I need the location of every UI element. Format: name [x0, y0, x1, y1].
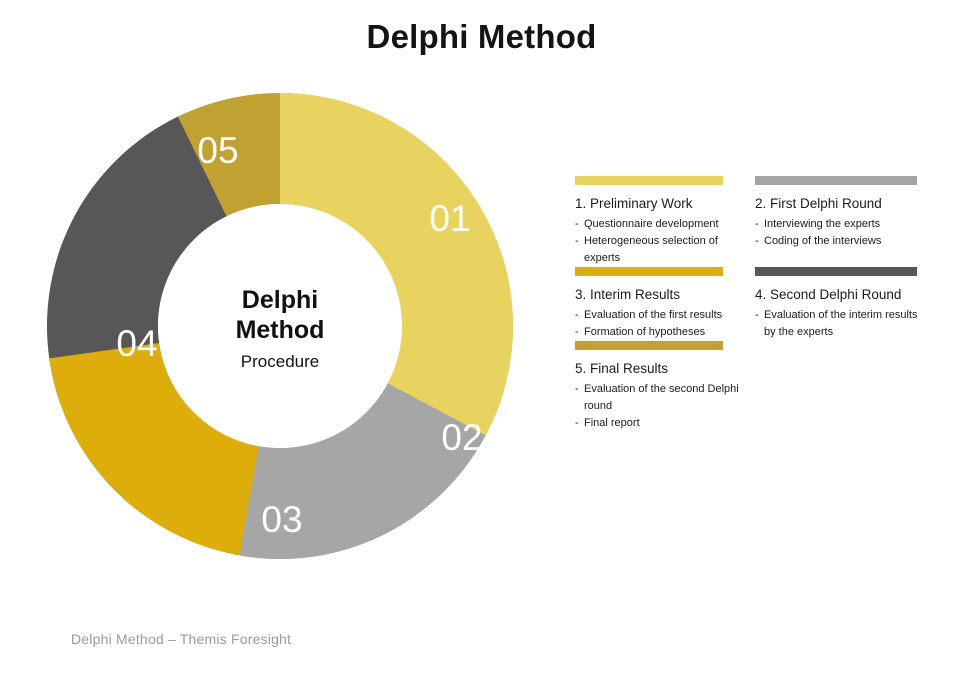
legend-bullet: -Evaluation of the second Delphi round [575, 381, 741, 415]
hub-circle [158, 204, 402, 448]
legend-color-bar-4 [755, 267, 917, 277]
bullet-text: Formation of hypotheses [584, 326, 706, 339]
legend-item-3[interactable]: 3. Interim Results -Evaluation of the fi… [575, 267, 755, 341]
bullet-dash: - [575, 326, 579, 339]
segment-number-04: 04 [116, 323, 157, 364]
bullet-text: Final report [584, 417, 640, 430]
legend: 1. Preliminary Work -Questionnaire devel… [575, 176, 935, 432]
bullet-dash: - [575, 417, 579, 430]
cycle-segments [46, 92, 513, 560]
legend-bullets-3: -Evaluation of the first results-Formati… [575, 307, 741, 341]
bullet-dash: - [575, 235, 579, 248]
bullet-dash: - [575, 309, 579, 322]
legend-spacer [755, 341, 935, 432]
bullet-dash: - [575, 383, 579, 396]
legend-row-1: 1. Preliminary Work -Questionnaire devel… [575, 176, 935, 267]
legend-item-1[interactable]: 1. Preliminary Work -Questionnaire devel… [575, 176, 755, 267]
cycle-segment-01[interactable] [280, 93, 513, 436]
hub-title-line2: Method [236, 316, 325, 344]
bullet-text: Questionnaire development [584, 218, 719, 230]
delphi-cycle-diagram: Delphi Method Procedure 01 02 03 04 05 [30, 82, 530, 582]
cycle-svg: Delphi Method Procedure 01 02 03 04 05 [46, 92, 513, 560]
cycle-segment-numbers: 01 02 03 04 05 [116, 130, 482, 540]
footer-caption: Delphi Method – Themis Foresight [71, 631, 292, 647]
legend-title-1: 1. Preliminary Work [575, 196, 693, 211]
bullet-text: Evaluation of the second Delphi round [584, 383, 739, 413]
legend-bullet: -Evaluation of the interim results by th… [755, 307, 921, 341]
page-title: Delphi Method [366, 18, 597, 55]
legend-bullets-5: -Evaluation of the second Delphi round-F… [575, 381, 741, 432]
legend-color-bar-3 [575, 267, 723, 277]
legend-item-4[interactable]: 4. Second Delphi Round -Evaluation of th… [755, 267, 935, 341]
legend-color-bar-2 [755, 176, 917, 185]
hub-title-line1: Delphi [242, 286, 318, 314]
legend-color-bar-5 [575, 341, 723, 351]
legend-bullet: -Final report [575, 415, 741, 432]
segment-number-01: 01 [429, 198, 470, 239]
bullet-text: Interviewing the experts [764, 218, 881, 230]
segment-number-05: 05 [197, 130, 238, 171]
legend-bullet: -Formation of hypotheses [575, 324, 741, 341]
legend-title-3: 3. Interim Results [575, 287, 681, 303]
bullet-dash: - [755, 309, 759, 322]
bullet-text: Evaluation of the interim results by the… [764, 309, 918, 339]
legend-row-2: 3. Interim Results -Evaluation of the fi… [575, 267, 935, 341]
legend-bullet: -Evaluation of the first results [575, 307, 741, 324]
legend-color-bar-1 [575, 176, 723, 185]
legend-bullet: -Heterogeneous selection of experts [575, 233, 741, 267]
bullet-dash: - [575, 218, 579, 230]
bullet-text: Heterogeneous selection of experts [584, 235, 718, 265]
legend-bullets-4: -Evaluation of the interim results by th… [755, 307, 921, 341]
legend-title-2: 2. First Delphi Round [755, 196, 882, 211]
bullet-dash: - [755, 235, 759, 248]
legend-title-4: 4. Second Delphi Round [755, 287, 902, 303]
bullet-text: Coding of the interviews [764, 235, 882, 248]
segment-number-03: 03 [261, 499, 302, 540]
segment-number-02: 02 [441, 417, 482, 458]
legend-row-3: 5. Final Results -Evaluation of the seco… [575, 341, 935, 432]
legend-item-2[interactable]: 2. First Delphi Round -Interviewing the … [755, 176, 935, 267]
legend-title-5: 5. Final Results [575, 361, 669, 377]
legend-item-5[interactable]: 5. Final Results -Evaluation of the seco… [575, 341, 755, 432]
legend-bullet: -Questionnaire development [575, 216, 741, 233]
legend-bullets-1: -Questionnaire development-Heterogeneous… [575, 216, 741, 267]
legend-bullets-2: -Interviewing the experts-Coding of the … [755, 216, 921, 250]
bullet-dash: - [755, 218, 759, 230]
legend-bullet: -Interviewing the experts [755, 216, 921, 233]
hub-caption: Procedure [241, 352, 319, 371]
legend-bullet: -Coding of the interviews [755, 233, 921, 250]
bullet-text: Evaluation of the first results [584, 309, 723, 322]
